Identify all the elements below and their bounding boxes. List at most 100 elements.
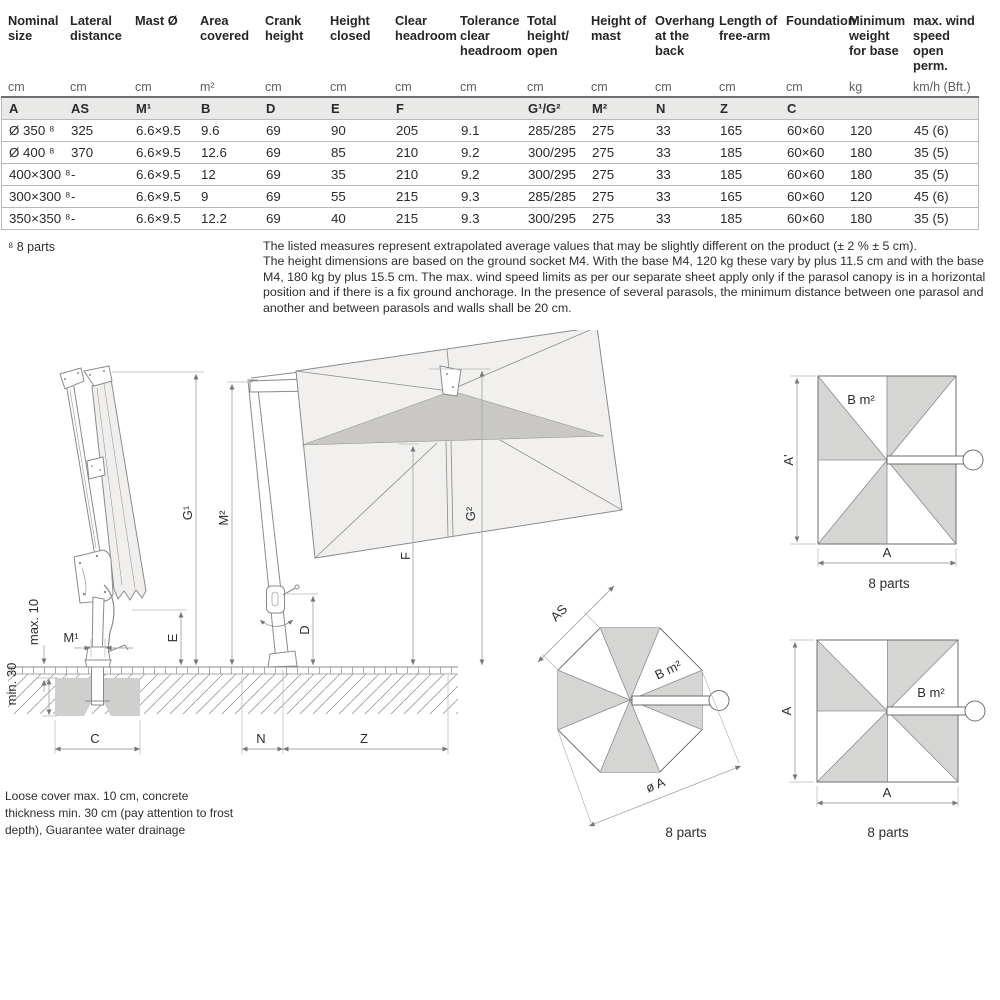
table-cell: 55 xyxy=(331,189,346,204)
table-cell: 300/295 xyxy=(528,145,577,160)
column-unit: kg xyxy=(849,80,863,94)
dimension-annotations: G¹ M² E D F G² M¹ max. 10 min. 30 C N Z xyxy=(4,368,491,754)
hub-plate xyxy=(73,549,114,604)
table-cell: 9.3 xyxy=(461,211,480,226)
table-cell: 45 (6) xyxy=(914,189,949,204)
table-cell: 33 xyxy=(656,145,671,160)
table-cell: 185 xyxy=(720,145,743,160)
table-cell: 12 xyxy=(201,167,216,182)
table-cell: 45 (6) xyxy=(914,123,949,138)
table-cell: 165 xyxy=(720,189,743,204)
table-cell: 60×60 xyxy=(787,145,825,160)
table-cell: 35 (5) xyxy=(914,211,949,226)
column-unit: cm xyxy=(330,80,347,94)
column-unit: cm xyxy=(460,80,477,94)
dim-label-min30: min. 30 xyxy=(4,663,19,706)
lateral-label: AS xyxy=(547,601,570,624)
mast-circle xyxy=(708,690,730,711)
mast xyxy=(247,379,290,662)
column-symbol: N xyxy=(656,101,666,116)
canopy-hub xyxy=(439,365,462,397)
dim-label-m2: M² xyxy=(216,510,231,526)
table-cell: 6.6×9.5 xyxy=(136,211,181,226)
column-header: Crank height xyxy=(265,13,304,43)
technical-diagram: G¹ M² E D F G² M¹ max. 10 min. 30 C N Z … xyxy=(4,330,986,840)
table-cell: 275 xyxy=(592,211,615,226)
column-unit: cm xyxy=(655,80,672,94)
concrete-block-right xyxy=(103,678,140,716)
table-cell: 69 xyxy=(266,211,281,226)
table-cell: 400×300 ⁸ xyxy=(9,167,71,182)
table-cell: 60×60 xyxy=(787,123,825,138)
table-cell: 35 (5) xyxy=(914,167,949,182)
table-cell: 120 xyxy=(850,189,873,204)
table-cell: - xyxy=(71,211,76,226)
ground-section xyxy=(8,666,458,716)
table-cell: 180 xyxy=(850,211,873,226)
table-cell: 180 xyxy=(850,167,873,182)
notes-body: The height dimensions are based on the g… xyxy=(263,254,986,315)
table-cell: 33 xyxy=(656,189,671,204)
dim-label-e: E xyxy=(165,633,180,642)
table-cell: 60×60 xyxy=(787,211,825,226)
side-left-label: A xyxy=(779,706,794,715)
column-unit: cm xyxy=(786,80,803,94)
area-label: B m² xyxy=(917,685,945,700)
table-cell: 300/295 xyxy=(528,167,577,182)
column-symbol: B xyxy=(201,101,211,116)
dim-label-n: N xyxy=(256,731,265,746)
table-cell: 210 xyxy=(396,167,419,182)
mast-circle xyxy=(962,449,984,471)
table-cell: 185 xyxy=(720,167,743,182)
column-header: Total height/ open xyxy=(527,13,569,58)
area-label: B m² xyxy=(847,392,875,407)
column-header: Foundation xyxy=(786,13,856,28)
diameter-label: ø A xyxy=(643,774,667,795)
column-header: Tolerance clear headroom xyxy=(460,13,522,58)
table-cell: 85 xyxy=(331,145,346,160)
column-unit: cm xyxy=(265,80,282,94)
table-cell: 300×300 ⁸ xyxy=(9,189,71,204)
side-left-label: A' xyxy=(781,454,796,465)
column-unit: cm xyxy=(719,80,736,94)
table-cell: Ø 400 ⁸ xyxy=(9,145,55,160)
table-cell: 69 xyxy=(266,123,281,138)
column-header: Height closed xyxy=(330,13,371,43)
table-cell: 6.6×9.5 xyxy=(136,123,181,138)
open-parasol-diagram xyxy=(247,330,623,668)
table-cell: 9.2 xyxy=(461,167,480,182)
column-unit: cm xyxy=(527,80,544,94)
column-header: Area covered xyxy=(200,13,250,43)
column-symbol: Z xyxy=(720,101,728,116)
column-symbol: A xyxy=(9,101,19,116)
caption: 8 parts xyxy=(665,825,707,840)
table-cell: 33 xyxy=(656,123,671,138)
column-header: Overhang at the back xyxy=(655,13,715,58)
table-cell: 9.3 xyxy=(461,189,480,204)
table-cell: 185 xyxy=(720,211,743,226)
dim-label-f: F xyxy=(398,552,413,560)
ground-socket xyxy=(91,666,104,706)
column-header: Minimum weight for base xyxy=(849,13,906,58)
column-unit: km/h (Bft.) xyxy=(913,80,971,94)
table-cell: 6.6×9.5 xyxy=(136,145,181,160)
column-symbol: D xyxy=(266,101,276,116)
table-cell: 33 xyxy=(656,167,671,182)
crank-handle xyxy=(103,584,115,651)
table-cell: 6.6×9.5 xyxy=(136,167,181,182)
table-cell: 6.6×9.5 xyxy=(136,189,181,204)
table-cell: 69 xyxy=(266,145,281,160)
mast-stub xyxy=(631,695,711,706)
folded-canopy xyxy=(91,378,147,601)
column-header: Lateral distance xyxy=(70,13,122,43)
canopy-front-face xyxy=(301,390,605,446)
table-cell: 285/285 xyxy=(528,123,577,138)
table-cell: 165 xyxy=(720,123,743,138)
column-symbol: F xyxy=(396,101,404,116)
dim-label-d: D xyxy=(297,625,312,634)
